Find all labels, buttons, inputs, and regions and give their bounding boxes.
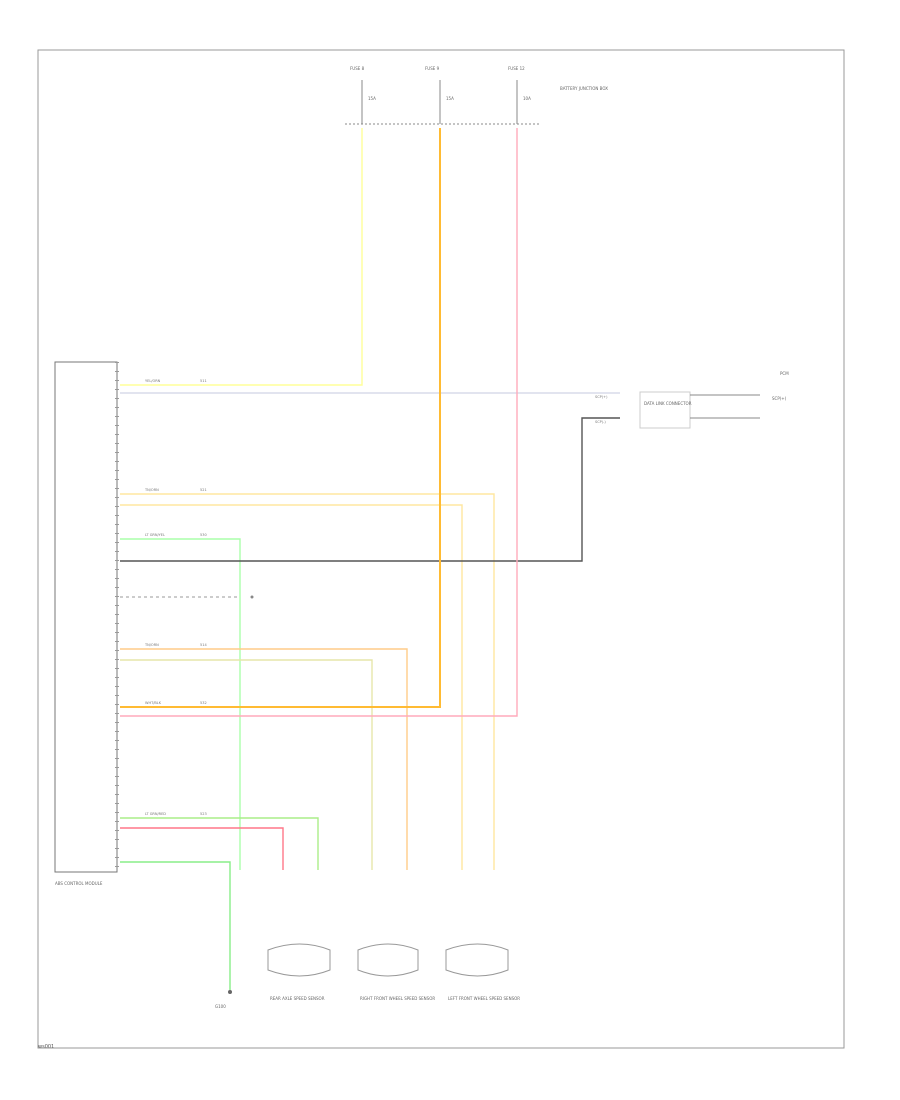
svg-text:YEL/ORN: YEL/ORN: [145, 379, 161, 383]
svg-text:532: 532: [200, 701, 207, 705]
wire-rear-hi: [120, 817, 319, 870]
data-link-connector: DATA LINK CONNECTOR SCP(+) SCP(-) PCM SC…: [595, 371, 789, 429]
ground-g100: G100: [215, 990, 232, 1009]
dlc-pin-1: SCP(+): [595, 395, 608, 399]
sensor-rear-label: REAR AXLE SPEED SENSOR: [270, 996, 325, 1001]
fuse-2: FUSE 9 15A: [425, 66, 454, 124]
wire-ground: [120, 538, 241, 870]
side-note: PCM: [780, 371, 789, 376]
wire-fuse9: [120, 128, 441, 708]
svg-text:530: 530: [200, 533, 207, 537]
fuse-3-label: FUSE 12: [508, 66, 525, 71]
wire-labels: YEL/ORN 511 TN/ORN 521 LT GRN/YEL 530 TN/OR…: [144, 379, 207, 816]
cruise-dot: [250, 595, 254, 599]
svg-text:511: 511: [200, 379, 207, 383]
dlc-label: DATA LINK CONNECTOR: [644, 401, 692, 406]
fuse-1-label: FUSE 8: [350, 66, 365, 71]
svg-text:TN/ORN: TN/ORN: [144, 643, 159, 647]
svg-text:523: 523: [200, 812, 207, 816]
abs-module-box: [54, 361, 118, 873]
wire-lf-hi: [120, 493, 495, 870]
fuse-1-rating: 15A: [368, 96, 376, 101]
svg-text:LT GRN/RED: LT GRN/RED: [145, 812, 166, 816]
wire-g100: [120, 861, 231, 990]
side-note-2: SCP(+): [772, 396, 787, 401]
wire-rf-hi: [120, 648, 408, 870]
sensor-lf: LEFT FRONT WHEEL SPEED SENSOR: [445, 943, 520, 1001]
wire-fuse12: [120, 128, 518, 717]
wire-rear-lo: [120, 827, 284, 870]
fuse-3: FUSE 12 10A: [508, 66, 531, 124]
wire-lf-lo: [120, 504, 463, 870]
svg-text:521: 521: [200, 488, 207, 492]
sensors: REAR AXLE SPEED SENSOR RIGHT FRONT WHEEL…: [267, 943, 520, 1001]
fuse-1: FUSE 8 15A: [350, 66, 376, 124]
svg-text:514: 514: [200, 643, 207, 647]
wires: [120, 128, 620, 990]
wire-fuse8: [120, 128, 363, 386]
fuse-2-rating: 15A: [446, 96, 454, 101]
dlc-pin-2: SCP(-): [595, 420, 606, 424]
svg-text:LT GRN/YEL: LT GRN/YEL: [145, 533, 165, 537]
fuse-3-rating: 10A: [523, 96, 531, 101]
sensor-rear: REAR AXLE SPEED SENSOR: [267, 943, 331, 1001]
wire-rf-lo: [120, 659, 373, 870]
ground-label: G100: [215, 1004, 226, 1009]
fuse-box-label: BATTERY JUNCTION BOX: [560, 86, 608, 91]
diagram-border: [37, 49, 845, 1049]
abs-module-label: ABS CONTROL MODULE: [55, 881, 103, 886]
svg-text:TN/ORN: TN/ORN: [144, 488, 159, 492]
fuse-2-label: FUSE 9: [425, 66, 440, 71]
sensor-rf: RIGHT FRONT WHEEL SPEED SENSOR: [357, 943, 435, 1001]
wire-scp-minus: [120, 417, 620, 562]
sensor-lf-label: LEFT FRONT WHEEL SPEED SENSOR: [448, 996, 520, 1001]
svg-text:WHT/BLK: WHT/BLK: [145, 701, 162, 705]
sensor-rf-label: RIGHT FRONT WHEEL SPEED SENSOR: [360, 996, 435, 1001]
figure-id: ws001: [38, 1044, 55, 1050]
fuse-box: FUSE 8 15A FUSE 9 15A FUSE 12 10A BATTER…: [345, 66, 608, 125]
